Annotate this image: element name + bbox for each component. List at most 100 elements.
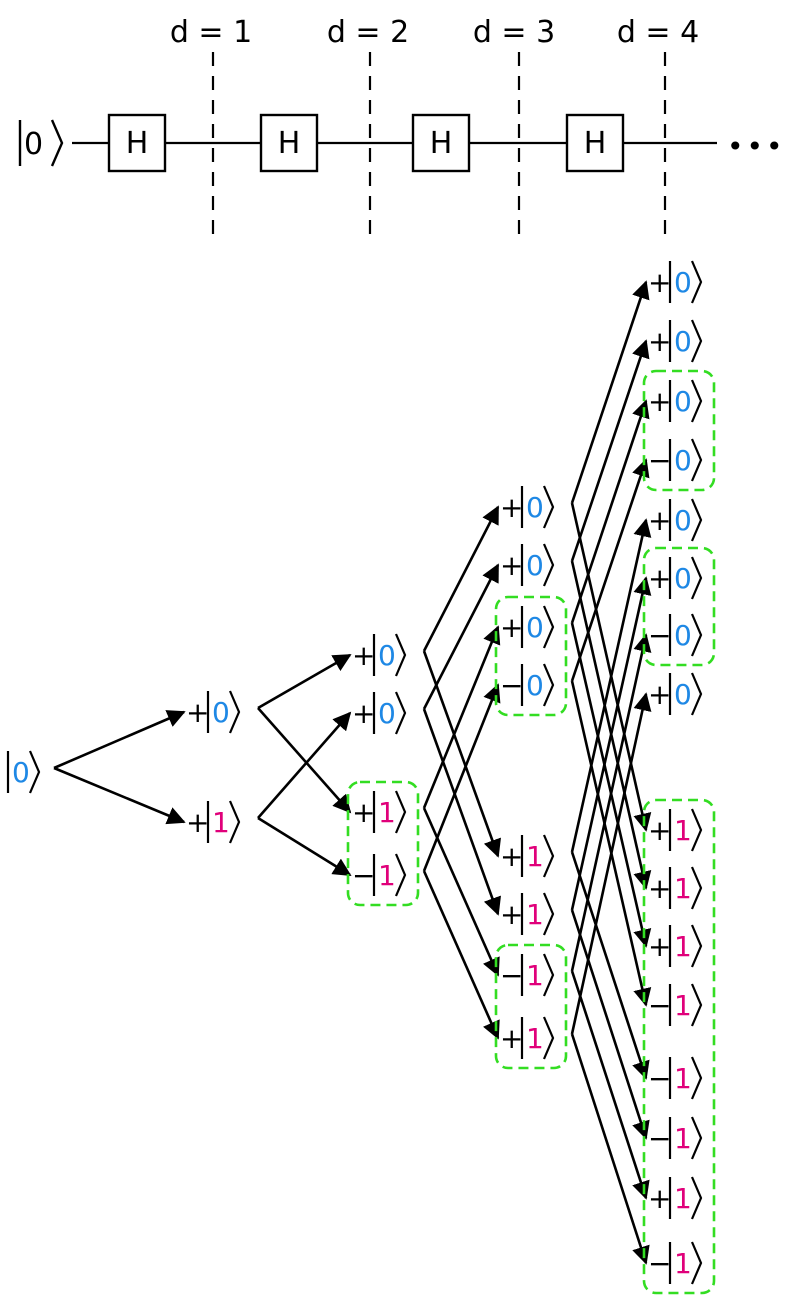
hadamard-gate-3: H [411, 113, 471, 173]
basis-state-value: 1 [674, 930, 692, 963]
branch-arrow-d1-2-zero [257, 711, 352, 819]
depth-label-3: d = 3 [473, 15, 555, 50]
basis-state-value: 0 [674, 385, 692, 418]
amplitude-sign: + [352, 796, 375, 829]
basis-state-value: 0 [526, 549, 544, 582]
amplitude-sign: + [500, 491, 523, 524]
branch-arrow-d3-2-zero [570, 339, 650, 562]
branch-arrow-d2-4-one [422, 870, 500, 1040]
state-d2-4: −1 [352, 853, 407, 897]
hadamard-gate-label-3: H [430, 126, 453, 161]
cancellation-box-4 [642, 369, 716, 492]
depth-label-2: d = 2 [327, 15, 409, 50]
basis-state-value: 0 [212, 696, 230, 729]
depth-marker-3: d = 3 [473, 15, 555, 240]
state-d4-1: +0 [648, 260, 703, 304]
amplitude-sign: + [648, 678, 671, 711]
depth-markers: d = 1 d = 2 d = 3 d = 4 [170, 15, 699, 240]
amplitude-sign: + [186, 696, 209, 729]
branch-arrow-d1-1-one [257, 707, 352, 814]
continuation-dots: ••• [727, 130, 786, 163]
state-d4-10: +1 [648, 866, 703, 910]
ket-bracket [394, 691, 407, 735]
basis-state-value: 0 [526, 491, 544, 524]
ket-bracket [28, 750, 41, 794]
amplitude-sign: − [648, 444, 671, 477]
branch-arrow-d3-3-one [570, 622, 652, 948]
state-d3-2: +0 [500, 543, 555, 587]
state-d3-7: −1 [500, 953, 555, 997]
basis-state-value: 0 [674, 325, 692, 358]
branch-arrow-d3-6-one [570, 909, 650, 1140]
basis-state-value: 0 [674, 266, 692, 299]
depth-marker-1: d = 1 [170, 15, 252, 240]
branch-arrow-d3-3-zero [570, 399, 650, 624]
ket-bracket [690, 983, 703, 1027]
depth-marker-4: d = 4 [617, 15, 699, 240]
input-ket-value: 0 [24, 127, 43, 162]
basis-state-value: 1 [674, 1247, 692, 1280]
ket-bracket [228, 800, 241, 844]
state-d4-12: −1 [648, 983, 703, 1027]
amplitude-sign: − [648, 989, 671, 1022]
state-d3-3: +0 [500, 605, 555, 649]
basis-state-value: 1 [378, 796, 396, 829]
amplitude-sign: + [648, 325, 671, 358]
amplitude-sign: + [500, 1022, 523, 1055]
branch-arrow-d3-1-zero [570, 280, 650, 504]
basis-state-value: 0 [526, 611, 544, 644]
ket-bracket [690, 556, 703, 600]
basis-state-value: 0 [378, 639, 396, 672]
amplitude-sign: − [648, 1062, 671, 1095]
amplitude-sign: + [648, 562, 671, 595]
depth-label-4: d = 4 [617, 15, 699, 50]
state-d4-5: +0 [648, 498, 703, 542]
hadamard-gate-label-2: H [278, 126, 301, 161]
state-d3-5: +1 [500, 834, 555, 878]
state-d2-1: +0 [352, 633, 407, 677]
ket-bracket [542, 1016, 555, 1060]
branch-arrow-root-2 [53, 766, 186, 825]
tree-nodes: 0+0+1+0+0+1−1+0+0+0−0+1+1−1+1+0+0+0−0+0+… [6, 260, 703, 1285]
state-d4-6: +0 [648, 556, 703, 600]
amplitude-sign: + [648, 504, 671, 537]
branch-arrow-d3-1-one [570, 502, 652, 832]
basis-state-value: 1 [526, 959, 544, 992]
ket-bracket [690, 438, 703, 482]
amplitude-sign: + [648, 385, 671, 418]
amplitude-sign: + [648, 814, 671, 847]
tree-edges [53, 280, 652, 1265]
state-d2-3: +1 [352, 790, 407, 834]
basis-state-value: 0 [674, 504, 692, 537]
quantum-circuit: d = 1 d = 2 d = 3 d = 4 0 [18, 15, 786, 240]
branch-arrow-root-1 [53, 710, 186, 770]
basis-state-value: 1 [674, 872, 692, 905]
amplitude-sign: + [352, 639, 375, 672]
state-d4-13: −1 [648, 1056, 703, 1100]
state-d1-1: +0 [186, 690, 241, 734]
branch-arrow-d3-8-one [570, 1033, 650, 1265]
basis-state-value: 0 [674, 444, 692, 477]
hadamard-gate-2: H [259, 113, 319, 173]
state-d4-4: −0 [648, 438, 703, 482]
ket-bracket [228, 690, 241, 734]
branch-arrow-d2-1-one [422, 650, 501, 858]
amplitude-sign: + [648, 872, 671, 905]
ket-bracket [542, 605, 555, 649]
branch-arrow-d1-1-zero [257, 653, 352, 710]
basis-state-value: 0 [378, 697, 396, 730]
branch-arrow-d2-3-one [422, 807, 500, 977]
amplitude-sign: − [648, 619, 671, 652]
root-state: 0 [6, 750, 41, 794]
basis-state-value: 1 [674, 989, 692, 1022]
ket-bracket [542, 953, 555, 997]
ket-bracket [690, 379, 703, 423]
branch-arrow-d2-1-zero [422, 505, 500, 652]
state-d3-6: +1 [500, 892, 555, 936]
amplitude-sign: − [648, 1122, 671, 1155]
amplitude-sign: − [648, 1247, 671, 1280]
branch-arrow-d2-2-zero [422, 563, 500, 710]
branch-arrow-d3-5-one [570, 851, 650, 1080]
ket-bracket [690, 1116, 703, 1160]
